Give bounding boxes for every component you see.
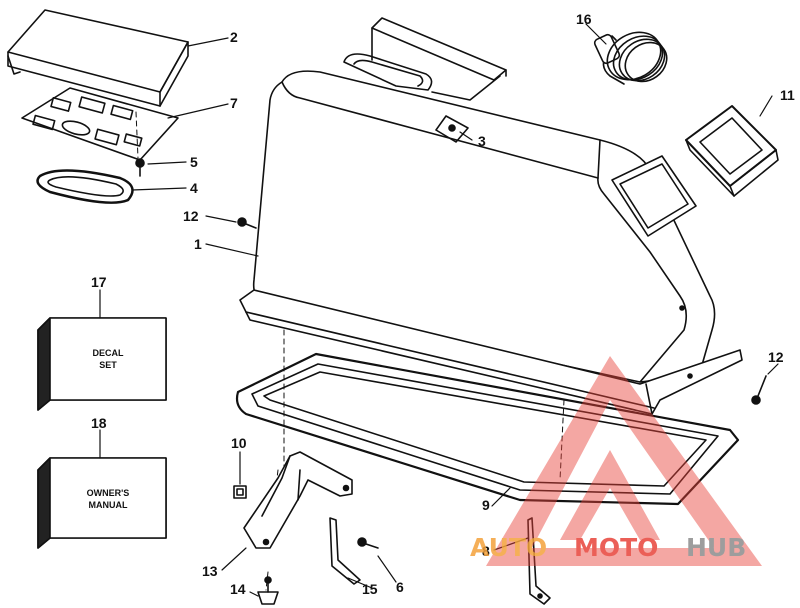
part-1-engine-cover — [239, 17, 743, 415]
decal-label-line2: SET — [99, 360, 117, 370]
callout-5: 5 — [190, 154, 198, 170]
watermark-text-moto: MOTO — [574, 533, 658, 562]
watermark-text-hub: HUB — [686, 533, 746, 562]
callout-15: 15 — [362, 581, 378, 597]
part-5-screw — [135, 158, 145, 177]
watermark-triangle-icon — [486, 356, 762, 566]
part-11-window-frame — [685, 105, 779, 197]
decal-label-line1: DECAL — [93, 348, 125, 358]
callout-1: 1 — [194, 236, 202, 252]
callout-13: 13 — [202, 563, 218, 579]
part-4-seal — [36, 169, 134, 204]
watermark-text-auto: AUTO — [470, 533, 547, 562]
callout-10: 10 — [231, 435, 247, 451]
manual-label-line2: MANUAL — [89, 500, 128, 510]
callout-8: 8 — [482, 543, 490, 559]
callout-12-right: 12 — [768, 349, 784, 365]
callout-12-left: 12 — [183, 208, 199, 224]
callout-17: 17 — [91, 274, 107, 290]
part-3-bracket — [435, 115, 469, 143]
part-6-screw — [357, 537, 379, 549]
manual-label-line1: OWNER'S — [87, 488, 130, 498]
callout-3: 3 — [478, 133, 486, 149]
part-2-cover-plate — [7, 9, 189, 107]
callout-2: 2 — [230, 29, 238, 45]
callout-11: 11 — [780, 87, 795, 103]
part-7-gasket — [21, 87, 179, 161]
part-12-screw-left — [237, 217, 257, 229]
automotohub-watermark: AUTO MOTO HUB — [470, 356, 762, 566]
callout-18: 18 — [91, 415, 107, 431]
callout-numbers: 2 7 5 4 12 1 3 16 11 12 17 18 10 13 14 1… — [91, 11, 795, 597]
callout-6: 6 — [396, 579, 404, 595]
leader-lines — [99, 23, 779, 597]
box-labels: DECAL SET OWNER'S MANUAL — [87, 348, 130, 510]
callout-16: 16 — [576, 11, 592, 27]
part-13-bracket — [243, 451, 353, 549]
part-18-manual-box — [37, 457, 167, 549]
part-9-lower-seal — [235, 352, 740, 506]
part-12-screw-right — [751, 375, 767, 405]
watermark-inner-mark-icon — [560, 450, 660, 540]
part-8-strap — [527, 517, 551, 605]
part-15-clip — [329, 517, 361, 585]
part-17-decal-box — [37, 317, 167, 411]
callout-9: 9 — [482, 497, 490, 513]
callout-14: 14 — [230, 581, 246, 597]
part-10-clip — [233, 485, 247, 499]
callout-7: 7 — [230, 95, 238, 111]
callout-4: 4 — [190, 180, 198, 196]
part-14-fastener — [257, 576, 279, 605]
part-16-lanyard — [593, 31, 668, 85]
